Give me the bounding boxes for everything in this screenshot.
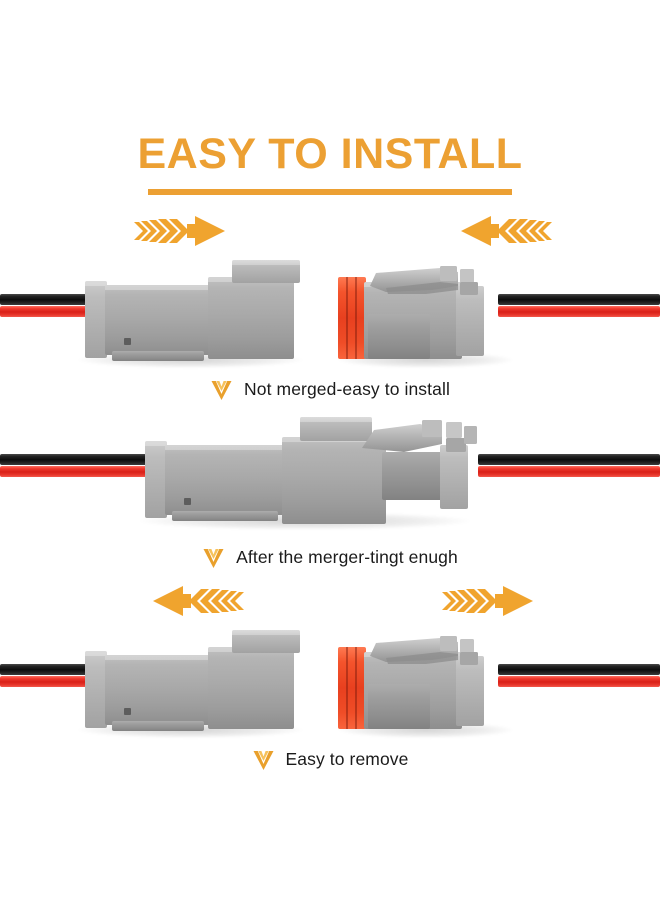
female-front-flange [456,286,484,356]
caption-label: Not merged-easy to install [244,378,450,399]
page-title: EASY TO INSTALL [137,130,523,178]
caption: After the merger-tingt enugh [202,546,458,569]
male-body-foot [112,351,204,361]
caption: Easy to remove [252,748,409,771]
female-latch-arm [360,418,480,458]
male-body-foot [112,721,204,731]
female-latch-arm [366,634,484,668]
male-wire-red [0,676,92,687]
step-3-arrow-band [0,578,660,622]
female-wedge-lock [338,647,366,729]
arrow-left-icon [133,584,245,618]
male-wire-black [0,294,92,305]
step-not-merged: Not merged-easy to install [0,208,660,408]
step-1-arrow-band [0,208,660,252]
female-wire-black [498,294,660,305]
male-body-barrel [165,445,285,515]
male-latch-tab [232,630,300,653]
caption-label: Easy to remove [285,748,409,769]
step-2-connector-stage [0,398,660,538]
male-keyway-notch [124,708,131,715]
male-body-foot [172,511,278,521]
female-wire-red [498,676,660,687]
double-chevron-down-icon [252,748,275,771]
caption: Not merged-easy to install [210,378,450,401]
male-body-barrel [105,285,212,355]
left-wire-red [0,466,152,477]
title-underline-rule [148,189,512,195]
male-keyway-notch [124,338,131,345]
female-connector [330,622,660,740]
mated-connector-pair [0,412,660,530]
female-latch-arm [366,264,484,298]
left-wire-black [0,454,152,465]
male-wire-red [0,306,92,317]
step-2-caption-band: After the merger-tingt enugh [0,538,660,576]
wedge-rib [355,647,357,729]
caption-label: After the merger-tingt enugh [236,546,458,567]
female-wire-red [498,306,660,317]
arrow-right-icon [441,584,553,618]
step-1-caption-band: Not merged-easy to install [0,370,660,408]
female-body-shell [382,452,444,500]
page-title-block: EASY TO INSTALL [0,133,660,195]
male-latch-tab [300,417,372,441]
male-latch-tab [232,260,300,283]
female-front-flange [456,656,484,726]
male-shroud [208,277,294,359]
step-1-connector-stage [0,252,660,370]
step-remove: Easy to remove [0,578,660,793]
male-connector [0,622,330,740]
female-body-step [368,314,430,359]
arrow-left-icon [441,214,553,248]
right-wire-red [478,466,660,477]
step-merged: After the merger-tingt enugh [0,398,660,583]
double-chevron-down-icon [210,378,233,401]
male-shroud [208,647,294,729]
step-3-connector-stage [0,622,660,740]
arrow-right-icon [133,214,245,248]
double-chevron-down-icon [202,546,225,569]
wedge-rib [346,647,348,729]
female-front-flange [440,445,468,509]
female-wedge-lock [338,277,366,359]
male-rear-flange [85,651,107,728]
wedge-rib [355,277,357,359]
right-wire-black [478,454,660,465]
male-rear-flange [85,281,107,358]
male-keyway-notch [184,498,191,505]
male-wire-black [0,664,92,675]
male-connector [0,252,330,370]
female-wire-black [498,664,660,675]
male-rear-flange [145,441,167,518]
male-body-barrel [105,655,212,725]
wedge-rib [346,277,348,359]
female-body-step [368,684,430,729]
step-3-caption-band: Easy to remove [0,740,660,778]
female-connector [330,252,660,370]
